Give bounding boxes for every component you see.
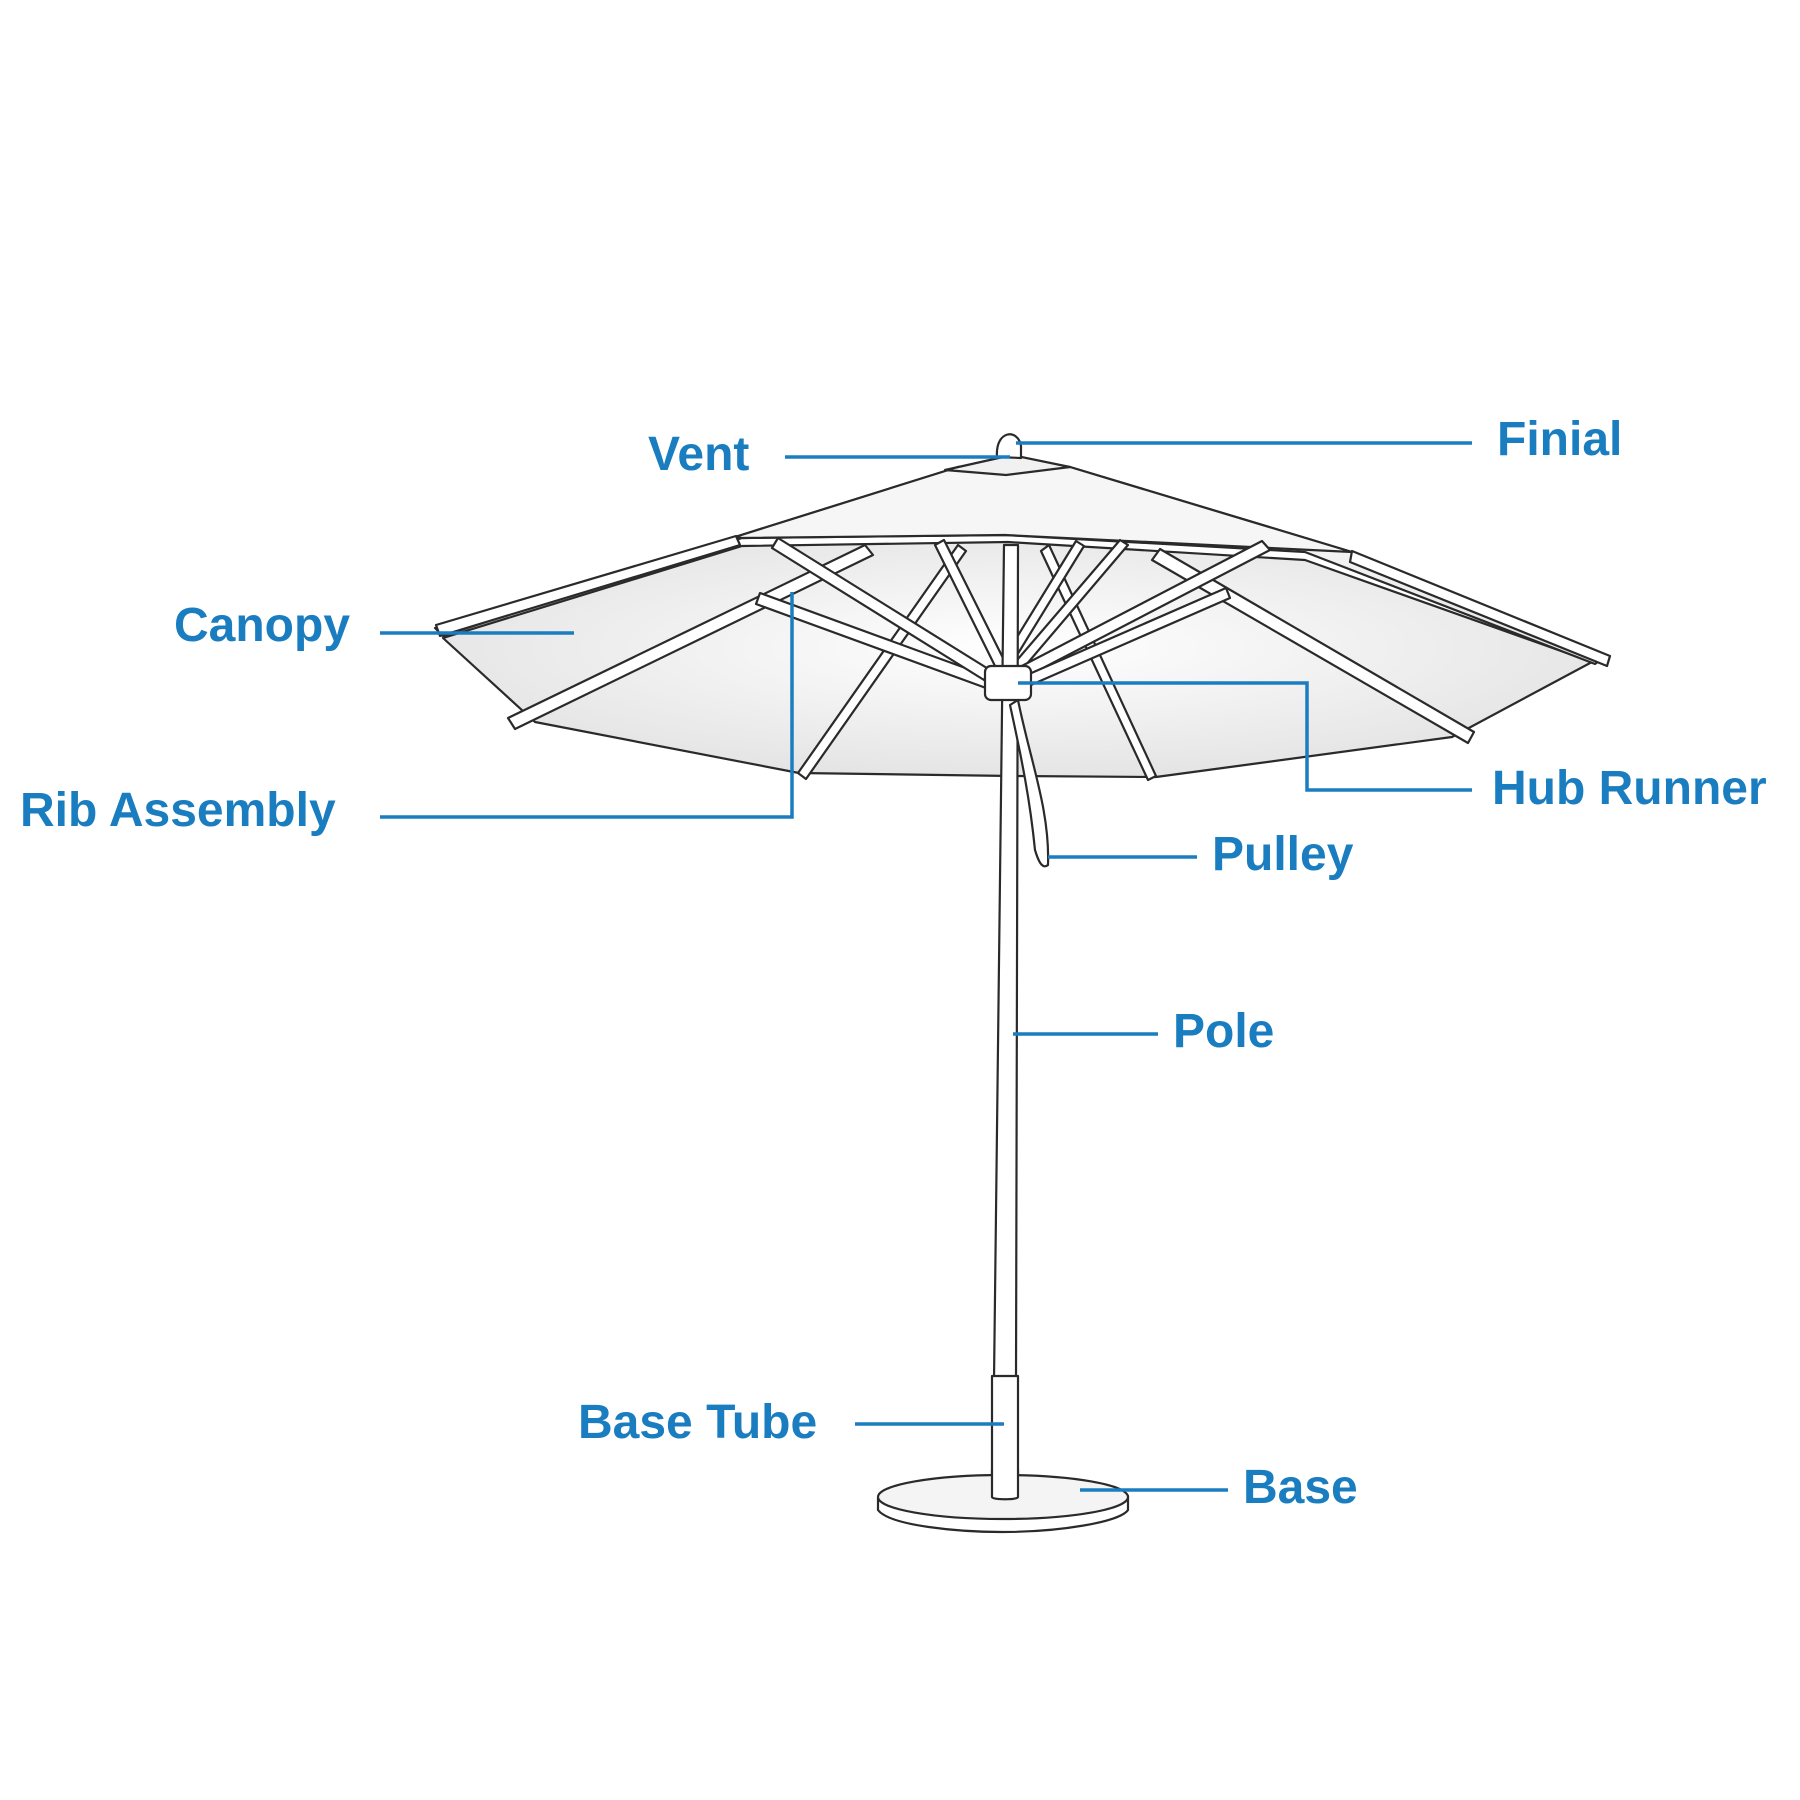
label-base-tube: Base Tube: [578, 1396, 817, 1449]
label-vent: Vent: [648, 428, 749, 481]
umbrella-illustration: [433, 433, 1612, 1534]
rib-right-tip: [1348, 549, 1612, 668]
finial: [995, 433, 1023, 460]
base-tube-in-base: [990, 1468, 1020, 1501]
vent: [943, 453, 1072, 477]
labels: Vent Finial Canopy Rib Assembly Hub Runn…: [20, 413, 1767, 1514]
rib-front-left: [506, 543, 875, 731]
label-pulley: Pulley: [1212, 828, 1354, 881]
pulley: [1008, 698, 1050, 868]
label-hub-runner: Hub Runner: [1492, 762, 1767, 815]
label-rib-assembly: Rib Assembly: [20, 784, 336, 837]
label-pole: Pole: [1173, 1005, 1274, 1058]
base: [876, 1468, 1130, 1534]
leader-rib-assembly: [380, 592, 794, 819]
leader-lines: [380, 441, 1472, 1492]
label-finial: Finial: [1497, 413, 1622, 466]
canopy-upper-panel: [733, 465, 1354, 554]
label-canopy: Canopy: [174, 599, 350, 652]
leader-hub-runner: [1018, 681, 1472, 792]
label-base: Base: [1243, 1461, 1358, 1514]
rib-front-right: [1150, 547, 1476, 745]
rib-assembly: [434, 534, 1612, 782]
